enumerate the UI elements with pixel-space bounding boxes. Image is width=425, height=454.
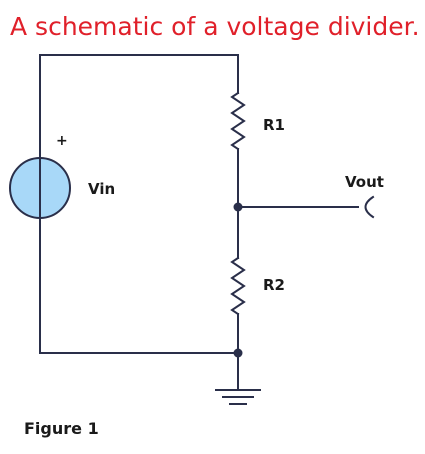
left-loop-wire [39, 54, 239, 354]
output-terminal [364, 195, 375, 219]
resistor-r1-label: R1 [263, 116, 285, 134]
source-label: Vin [88, 180, 115, 198]
resistor-r2 [230, 256, 246, 316]
resistor-r2-label: R2 [263, 276, 285, 294]
ground-symbol [215, 352, 261, 405]
voltage-source [9, 157, 71, 219]
output-label: Vout [345, 173, 384, 191]
diagram-title: A schematic of a voltage divider. [10, 12, 420, 41]
source-polarity-label: + [56, 133, 68, 149]
resistor-r1 [230, 91, 246, 151]
figure-caption: Figure 1 [24, 419, 99, 438]
